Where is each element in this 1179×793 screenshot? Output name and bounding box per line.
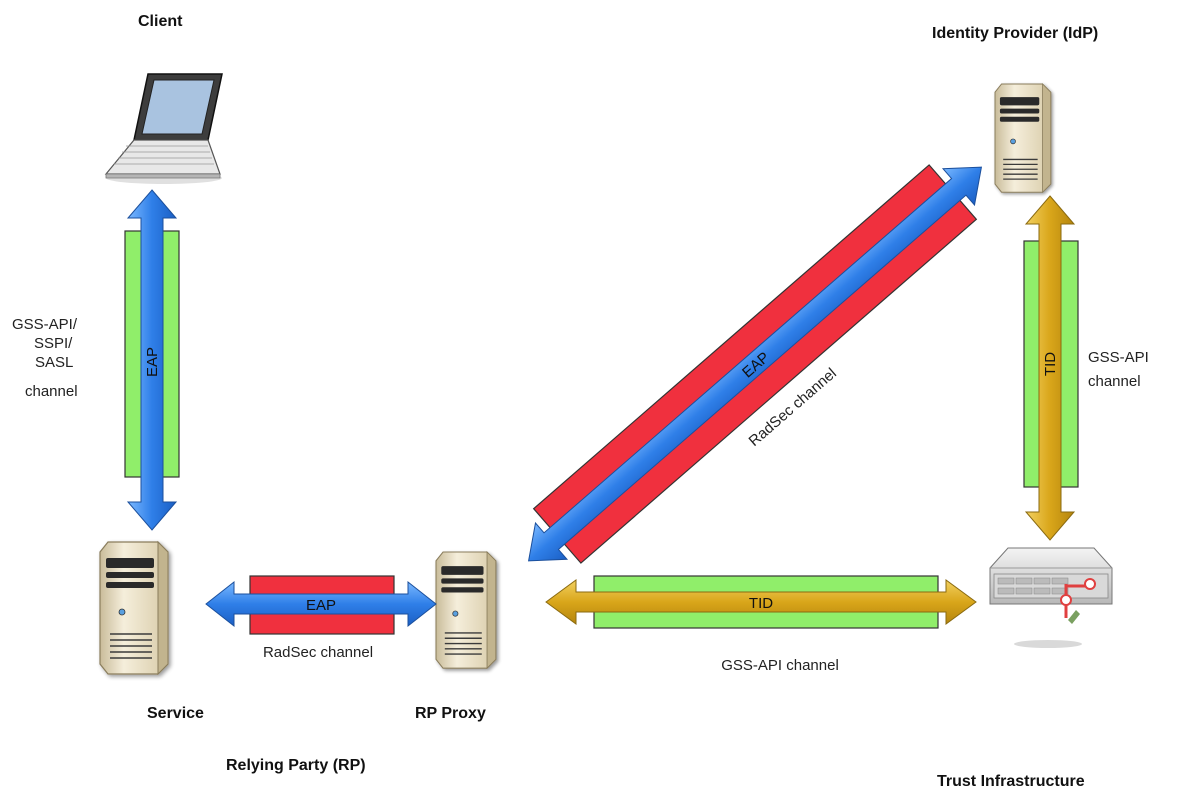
rp-proxy-server-icon [435, 551, 497, 669]
eap-arrow [205, 580, 437, 628]
proxy-idp-channel: EAP RadSec channel [527, 164, 983, 564]
client-channel-line-3: SASL [35, 354, 73, 371]
proxy-trust-channel-label: GSS-API channel [721, 657, 839, 674]
relying-party-title: Relying Party (RP) [226, 757, 366, 774]
idp-trust-channel-label: GSS-API channel [1088, 349, 1149, 390]
idp-trust-channel-line-1: GSS-API [1088, 349, 1149, 366]
service-title: Service [147, 705, 204, 722]
client-channel-line-4: channel [25, 383, 78, 400]
service-proxy-channel: EAP RadSec channel [205, 575, 437, 661]
proxy-trust-tid-label: TID [749, 595, 773, 612]
trust-infrastructure-title: Trust Infrastructure [937, 773, 1085, 790]
eap-arrow [527, 166, 983, 562]
tid-arrow [545, 579, 977, 625]
idp-trust-channel-line-2: channel [1088, 373, 1141, 390]
rack-server-icon [989, 547, 1113, 648]
service-server-icon [99, 541, 169, 675]
client-service-channel: EAP [124, 189, 180, 531]
eap-arrow [126, 189, 178, 531]
proxy-trust-channel: TID GSS-API channel [545, 575, 977, 674]
idp-title: Identity Provider (IdP) [932, 25, 1098, 42]
rp-proxy-title: RP Proxy [415, 705, 486, 722]
client-channel-line-1: GSS-API/ [12, 316, 78, 333]
service-proxy-radsec-label: RadSec channel [263, 644, 373, 661]
idp-trust-channel: TID [1023, 195, 1079, 541]
client-channel-line-2: SSPI/ [34, 335, 73, 352]
idp-server-icon [994, 83, 1052, 193]
client-title: Client [138, 13, 183, 30]
tid-arrow [1024, 195, 1076, 541]
idp-trust-tid-label: TID [1042, 352, 1059, 376]
laptop-icon [104, 73, 223, 184]
client-channel-label: GSS-API/ SSPI/ SASL channel [12, 316, 78, 400]
service-proxy-eap-label: EAP [306, 597, 336, 614]
client-eap-label: EAP [144, 347, 161, 377]
